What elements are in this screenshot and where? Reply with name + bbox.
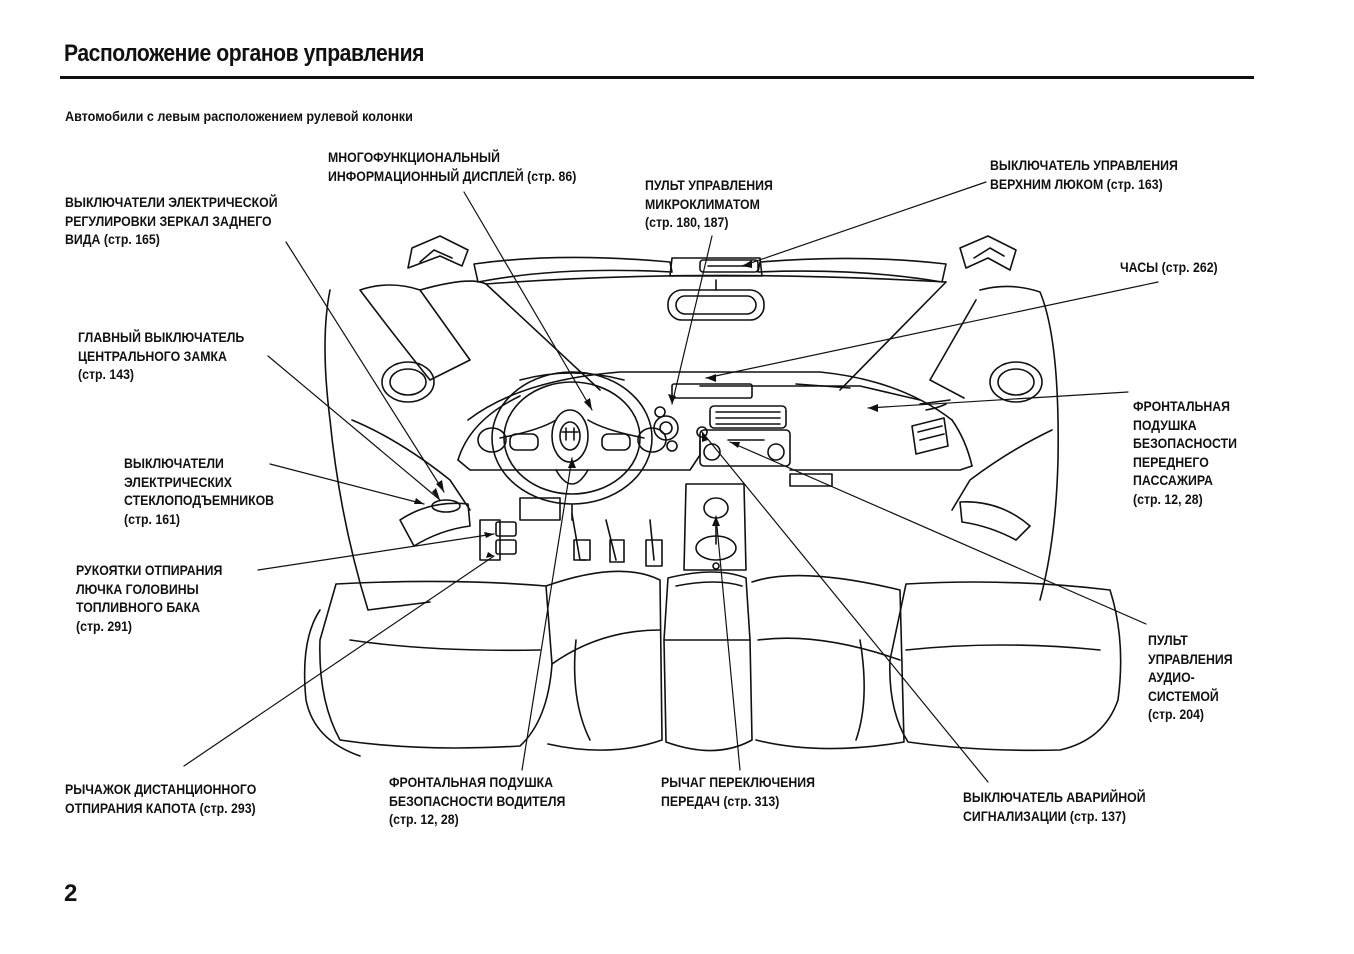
- door-armrests: [400, 500, 1030, 546]
- center-console: [664, 484, 752, 751]
- rearview-mirror: [668, 280, 764, 320]
- pedals: [480, 498, 662, 566]
- driver-seat: [305, 571, 662, 756]
- arrow-tips: [414, 260, 878, 558]
- page-title: Расположение органов управления: [64, 40, 425, 67]
- windshield-frame: [420, 257, 946, 390]
- passenger-seat: [752, 576, 1121, 751]
- callout-clock: ЧАСЫ (стр. 262): [1120, 259, 1218, 275]
- doors: [325, 285, 1058, 610]
- grab-handles: [408, 236, 1016, 270]
- title-rule: [60, 76, 1254, 79]
- page-number: 2: [64, 880, 78, 907]
- leader-lines: [184, 182, 1158, 782]
- dashboard: [458, 372, 972, 486]
- steering-wheel: [478, 372, 666, 520]
- page-subtitle: Автомобили с левым расположением рулевой…: [65, 108, 413, 124]
